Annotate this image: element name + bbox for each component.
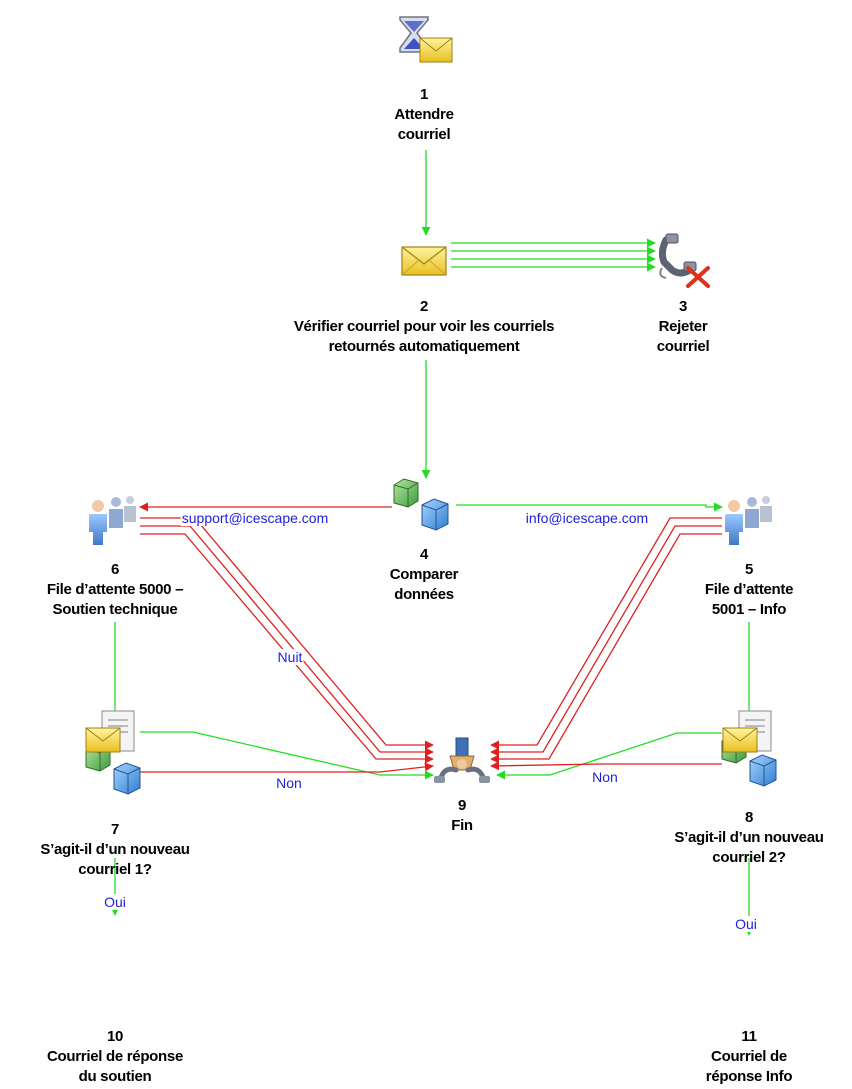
node-text: retournés automatiquement bbox=[328, 338, 520, 355]
node-5-label[interactable]: 5 File d’attente 5001 – Info bbox=[704, 560, 794, 620]
node-text: Courriel de réponse bbox=[46, 1048, 184, 1065]
edge-label-non-right: Non bbox=[591, 769, 619, 785]
node-number: 5 bbox=[744, 561, 754, 578]
node-text: S’agit-il d’un nouveau bbox=[674, 829, 824, 846]
edge-5-to-9-b bbox=[490, 525, 722, 757]
edge-5-to-9-a bbox=[490, 517, 722, 750]
compare-cubes-icon[interactable] bbox=[393, 478, 449, 531]
node-text: Rejeter bbox=[658, 318, 708, 335]
node-text: courriel bbox=[397, 126, 451, 143]
node-text: S’agit-il d’un nouveau bbox=[40, 841, 190, 858]
node-7-label[interactable]: 7 S’agit-il d’un nouveau courriel 1? bbox=[40, 820, 190, 880]
people-queue-icon[interactable] bbox=[89, 496, 136, 545]
node-text: Comparer bbox=[389, 566, 459, 583]
node-11-label[interactable]: 11 Courriel de réponse Info bbox=[705, 1027, 793, 1087]
node-text: réponse Info bbox=[705, 1068, 793, 1085]
edge-10-to-9 bbox=[140, 731, 434, 780]
people-queue-icon[interactable] bbox=[725, 496, 772, 545]
phone-reject-icon[interactable] bbox=[658, 233, 710, 288]
node-text: Soutien technique bbox=[52, 601, 178, 618]
node-1-label[interactable]: 1 Attendre courriel bbox=[394, 85, 454, 145]
edge-label-support: support@icescape.com bbox=[180, 510, 330, 526]
node-4-label[interactable]: 4 Comparer données bbox=[389, 545, 459, 605]
edge-4-to-5 bbox=[456, 502, 723, 512]
node-number: 9 bbox=[457, 797, 467, 814]
node-number: 10 bbox=[106, 1028, 124, 1045]
node-number: 4 bbox=[419, 546, 429, 563]
node-number: 3 bbox=[678, 298, 688, 315]
node-2-label[interactable]: 2 Vérifier courriel pour voir les courri… bbox=[293, 297, 555, 357]
node-number: 6 bbox=[110, 561, 120, 578]
edge-11-to-9 bbox=[496, 732, 722, 780]
node-text: File d’attente bbox=[704, 581, 794, 598]
node-number: 2 bbox=[419, 298, 429, 315]
node-text: Courriel de bbox=[711, 1048, 787, 1065]
node-10-label[interactable]: 10 Courriel de réponse du soutien bbox=[47, 1027, 183, 1087]
node-number: 1 bbox=[419, 86, 429, 103]
edge-label-nuit: Nuit bbox=[276, 649, 304, 665]
edge-label-info: info@icescape.com bbox=[524, 510, 650, 526]
node-text: courriel 2? bbox=[712, 849, 786, 866]
edge-6-to-9-b bbox=[140, 525, 434, 757]
node-number: 8 bbox=[744, 809, 754, 826]
node-text: courriel 1? bbox=[78, 861, 152, 878]
node-8-label[interactable]: 8 S’agit-il d’un nouveau courriel 2? bbox=[674, 808, 824, 868]
node-text: courriel bbox=[656, 338, 710, 355]
node-text: Fin bbox=[451, 817, 473, 834]
node-number: 11 bbox=[741, 1028, 757, 1045]
reply-email-icon[interactable] bbox=[85, 710, 135, 753]
edge-8-to-9 bbox=[490, 761, 722, 771]
edge-label-oui-left: Oui bbox=[103, 894, 127, 910]
node-text: Vérifier courriel pour voir les courriel… bbox=[293, 318, 555, 335]
node-3-label[interactable]: 3 Rejeter courriel bbox=[657, 297, 710, 357]
node-text: du soutien bbox=[78, 1068, 152, 1085]
edge-6-to-9-c bbox=[140, 533, 434, 764]
node-6-label[interactable]: 6 File d’attente 5000 – Soutien techniqu… bbox=[46, 560, 184, 620]
end-phone-icon[interactable] bbox=[434, 737, 490, 783]
node-text: File d’attente 5000 – bbox=[46, 581, 184, 598]
envelope-icon[interactable] bbox=[401, 246, 447, 276]
edge-label-oui-right: Oui bbox=[734, 916, 758, 932]
edge-6-to-9-a bbox=[140, 517, 434, 750]
hourglass-envelope-icon[interactable] bbox=[399, 16, 453, 63]
node-9-label[interactable]: 9 Fin bbox=[451, 796, 473, 836]
node-text: Attendre bbox=[394, 106, 454, 123]
edge-5-to-9-c bbox=[490, 533, 722, 764]
edge-7-to-9 bbox=[140, 762, 434, 773]
node-number: 7 bbox=[110, 821, 120, 838]
reply-email-icon[interactable] bbox=[722, 710, 772, 753]
edge-label-non-left: Non bbox=[275, 775, 303, 791]
node-text: 5001 – Info bbox=[711, 601, 787, 618]
node-text: données bbox=[394, 586, 454, 603]
